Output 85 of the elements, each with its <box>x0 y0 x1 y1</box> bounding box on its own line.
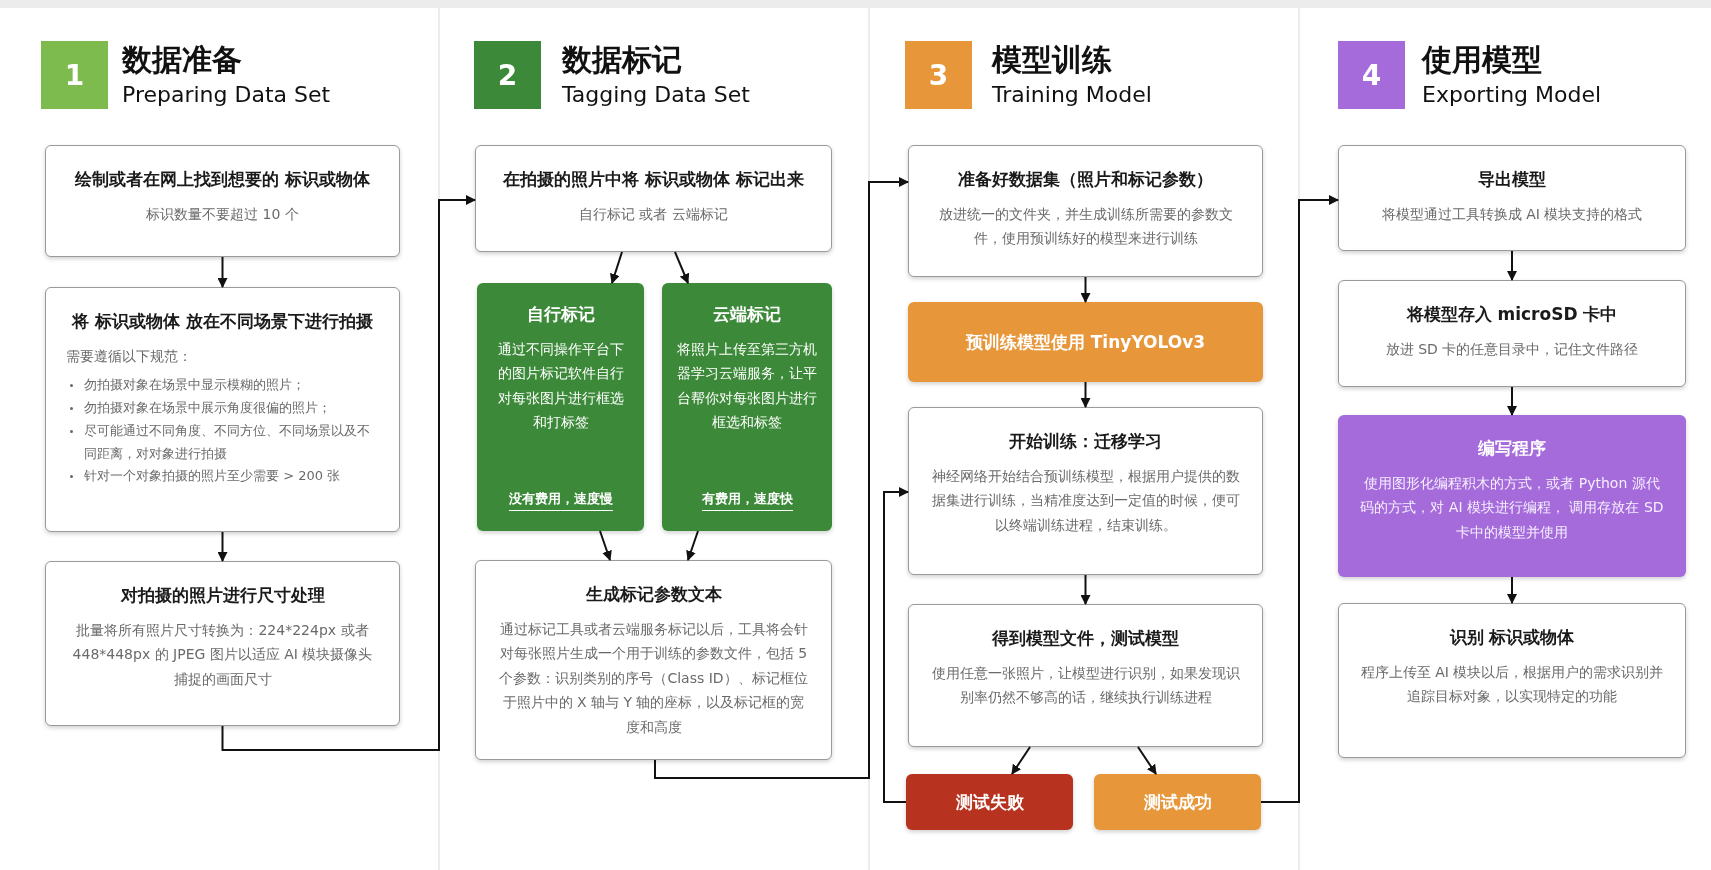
arrow <box>599 530 612 561</box>
card-heading: 编写程序 <box>1478 437 1546 460</box>
card-text: 批量将所有照片尺寸转换为：224*224px 或者 448*448px 的 JPEG 图片以适应 AI 模块摄像头捕捉的画面尺寸 <box>71 620 374 689</box>
process-card <box>908 145 1263 277</box>
arrow <box>1260 195 1339 803</box>
step-subtitle: Training Model <box>992 82 1152 109</box>
process-card <box>662 283 832 531</box>
card-heading: 将模型存入 microSD 卡中 <box>1406 303 1618 326</box>
process-card <box>477 283 644 531</box>
card-heading: 识别 标识或物体 <box>1449 626 1575 649</box>
card-text: 使用任意一张照片，让模型进行识别，如果发现识别率仍然不够高的话，继续执行训练进程 <box>930 663 1241 708</box>
process-card <box>475 145 832 252</box>
arrow <box>1507 250 1517 281</box>
step-column <box>440 8 868 870</box>
card-note: 有费用，速度快 <box>701 489 793 511</box>
arrow <box>1507 386 1517 416</box>
card-text: 自行标记 或者 云端标记 <box>578 204 729 224</box>
arrow <box>610 251 623 284</box>
step-subtitle: Preparing Data Set <box>122 82 331 109</box>
step-title: 数据标记 <box>562 42 683 78</box>
arrow <box>654 177 909 779</box>
card-text: 通过标记工具或者云端服务标记以后，工具将会针对每张照片生成一个用于训练的参数文件，包括 5 个参数：识别类别的序号（Class ID）、标记框位于照片中的 X 轴与 Y 轴的座标，以及标记框的宽度和高度 <box>498 619 809 737</box>
process-card <box>908 604 1263 747</box>
card-text: 放进 SD 卡的任意目录中，记住文件路径 <box>1384 339 1640 359</box>
step-title: 数据准备 <box>122 42 243 78</box>
card-text: 将模型通过工具转换成 AI 模块支持的格式 <box>1380 204 1644 224</box>
result-box: 测试失败 <box>906 774 1073 830</box>
card-heading: 得到模型文件，测试模型 <box>992 627 1179 650</box>
step-subtitle: Exporting Model <box>1422 82 1602 109</box>
process-card <box>1338 603 1686 758</box>
arrow <box>1080 381 1091 408</box>
arrow <box>217 256 228 288</box>
result-box: 测试成功 <box>1094 774 1261 830</box>
step-column <box>0 8 438 870</box>
arrow <box>686 530 699 561</box>
process-card <box>908 407 1263 575</box>
bullet-item: 勿拍摄对象在场景中显示模糊的照片； <box>66 374 379 398</box>
card-text: 神经网络开始结合预训练模型，根据用户提供的数据集进行训练，当精准度达到一定值的时候，便可以终端训练进程，结束训练。 <box>930 466 1241 535</box>
bullet-item: 尽可能通过不同角度、不同方位、不同场景以及不同距离，对对象进行拍摄 <box>66 419 379 466</box>
arrow <box>217 531 228 562</box>
arrow <box>1080 276 1091 303</box>
step-title: 使用模型 <box>1422 42 1543 78</box>
step-title: 模型训练 <box>992 42 1113 78</box>
card-text: 通过不同操作平台下的图片标记软件自行对每张图片进行框选和打标签 <box>496 339 625 433</box>
card-text: 将照片上传至第三方机器学习云端服务，让平台帮你对每张图片进行框选和标签 <box>676 339 818 433</box>
step-number: 2 <box>474 41 541 109</box>
arrow <box>883 487 909 803</box>
card-text: 标识数量不要超过 10 个 <box>145 204 300 224</box>
arrow <box>674 251 690 284</box>
process-card <box>475 560 832 760</box>
step-column <box>1300 8 1711 870</box>
card-heading: 开始训练：迁移学习 <box>1009 430 1162 453</box>
arrow <box>1507 576 1517 604</box>
card-heading: 云端标记 <box>713 303 781 326</box>
process-card <box>45 561 400 726</box>
bullet-item: 勿拍摄对象在场景中展示角度很偏的照片； <box>66 397 379 420</box>
step-subtitle: Tagging Data Set <box>562 82 750 109</box>
card-heading: 准备好数据集（照片和标记参数） <box>958 168 1213 191</box>
card-heading: 生成标记参数文本 <box>585 583 722 606</box>
result-box: 预训练模型使用 TinyYOLOv3 <box>908 302 1263 382</box>
card-heading: 绘制或者在网上找到想要的 标识或物体 <box>75 168 370 191</box>
process-card <box>1338 280 1686 387</box>
card-note: 没有费用，速度慢 <box>508 489 613 511</box>
process-card <box>1338 415 1686 577</box>
arrow <box>1080 574 1091 605</box>
bullet-item: 针对一个对象拍摄的照片至少需要 > 200 张 <box>66 465 379 489</box>
arrow <box>221 195 476 751</box>
process-card <box>45 145 400 257</box>
card-heading: 在拍摄的照片中将 标识或物体 标记出来 <box>503 168 804 191</box>
process-card <box>45 287 400 532</box>
card-heading: 将 标识或物体 放在不同场景下进行拍摄 <box>72 310 373 333</box>
step-column <box>870 8 1298 870</box>
card-text: 使用图形化编程积木的方式，或者 Python 源代码的方式，对 AI 模块进行编程， 调用存放在 SD 卡中的模型并使用 <box>1359 473 1665 542</box>
card-text: 程序上传至 AI 模块以后，根据用户的需求识别并追踪目标对象，以实现特定的功能 <box>1359 662 1665 707</box>
card-text: 需要遵循以下规范： <box>66 346 193 366</box>
process-card <box>1338 145 1686 251</box>
arrow <box>1137 746 1157 775</box>
step-number: 1 <box>41 41 108 109</box>
step-number: 4 <box>1338 41 1405 109</box>
card-heading: 自行标记 <box>526 303 595 326</box>
card-text: 放进统一的文件夹，并生成训练所需要的参数文件，使用预训练好的模型来进行训练 <box>937 204 1234 249</box>
arrow <box>1011 746 1031 775</box>
card-heading: 导出模型 <box>1478 168 1546 191</box>
step-number: 3 <box>905 41 972 109</box>
card-heading: 对拍摄的照片进行尺寸处理 <box>120 584 325 607</box>
